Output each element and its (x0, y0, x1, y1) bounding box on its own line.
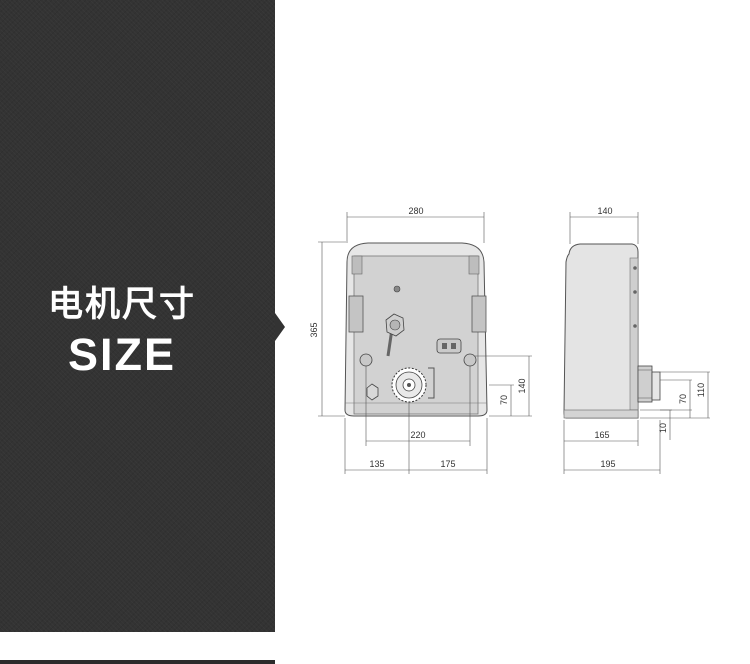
side-screw-top (633, 266, 637, 270)
dim-side-depth-top: 140 (597, 206, 612, 216)
title-panel (0, 0, 275, 632)
side-screw-low (633, 324, 637, 328)
dim-side-base: 165 (594, 430, 609, 440)
front-side-tab-right (471, 295, 487, 333)
side-screw-mid (633, 290, 637, 294)
dim-right-offset: 175 (440, 459, 455, 469)
title-english: SIZE (67, 329, 177, 380)
side-view (563, 243, 661, 419)
pinion-gear (391, 367, 427, 403)
side-base (563, 409, 639, 419)
side-dimension-lines (563, 212, 710, 474)
dim-side-bracket-height: 110 (696, 383, 706, 397)
front-side-tab-left (348, 295, 364, 333)
dim-side-gear-offset: 10 (658, 423, 668, 433)
dim-left-offset: 135 (369, 459, 384, 469)
front-hex-nut (366, 383, 379, 401)
side-gear (637, 365, 661, 403)
dim-front-height: 365 (309, 322, 319, 337)
dim-side-gear-height: 70 (678, 394, 688, 404)
front-bolt-right (463, 353, 477, 367)
gear-bracket (428, 367, 435, 399)
front-top-screw (393, 285, 401, 293)
panel-notch (275, 313, 285, 341)
bottom-divider (0, 660, 275, 664)
front-connector (436, 338, 462, 354)
front-dimension-lines (318, 212, 532, 474)
side-dimension-labels: 140 70 110 10 165 195 (594, 206, 706, 469)
dim-gear-center-height: 70 (499, 395, 509, 405)
side-housing (563, 243, 639, 419)
front-top-lip-left (351, 255, 363, 275)
side-rear-strip (629, 257, 639, 411)
dim-side-total: 195 (600, 459, 615, 469)
dim-mount-width: 220 (410, 430, 425, 440)
front-top-lip-right (468, 255, 480, 275)
front-view (344, 242, 488, 417)
title-chinese: 电机尺寸 (47, 285, 196, 325)
front-dimension-labels: 280 365 70 140 220 135 175 (309, 206, 527, 469)
front-bolt-left (359, 353, 373, 367)
dim-front-width: 280 (408, 206, 423, 216)
dim-bracket-height: 140 (517, 378, 527, 393)
release-knob (385, 313, 405, 357)
